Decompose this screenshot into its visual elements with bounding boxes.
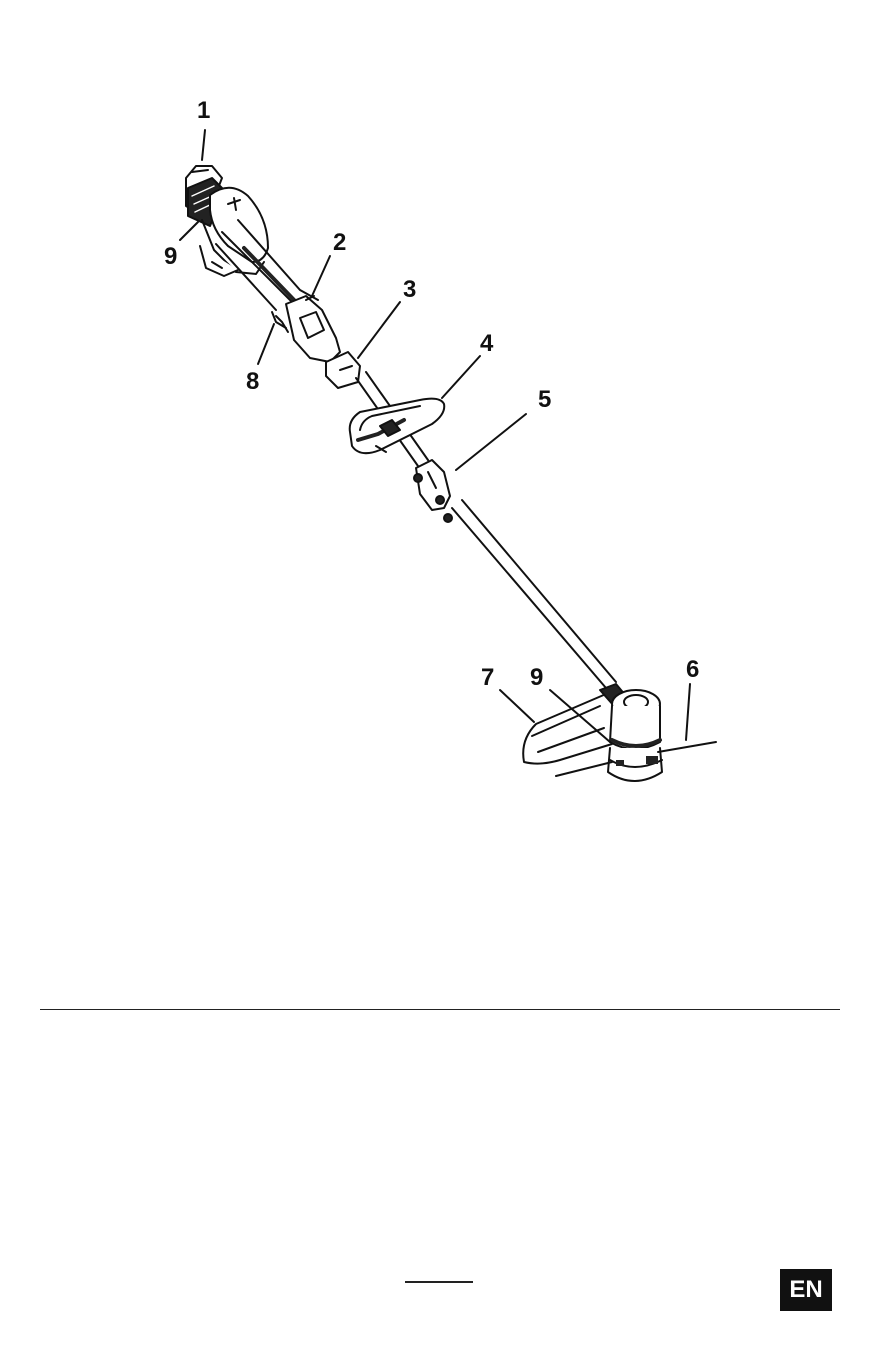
- callout-8: 8: [246, 370, 259, 394]
- callout-9-head: 9: [530, 666, 543, 690]
- cutting-line-right: [658, 742, 716, 752]
- callout-7: 7: [481, 666, 494, 690]
- cutting-line-left: [556, 762, 612, 776]
- callout-1: 1: [197, 99, 210, 123]
- callout-2: 2: [333, 231, 346, 255]
- callout-3: 3: [403, 278, 416, 302]
- string-trimmer-illustration: [0, 0, 881, 1000]
- page-number-line: [405, 1281, 473, 1283]
- front-handle: [350, 399, 445, 454]
- section-divider: [40, 1009, 840, 1010]
- switch-housing: [272, 296, 340, 362]
- callout-6: 6: [686, 658, 699, 682]
- callout-5: 5: [538, 388, 551, 412]
- guard: [523, 694, 618, 764]
- shaft-coupler: [414, 460, 452, 522]
- callout-9-battery: 9: [164, 245, 177, 269]
- callout-4: 4: [480, 332, 493, 356]
- language-badge: EN: [780, 1269, 832, 1311]
